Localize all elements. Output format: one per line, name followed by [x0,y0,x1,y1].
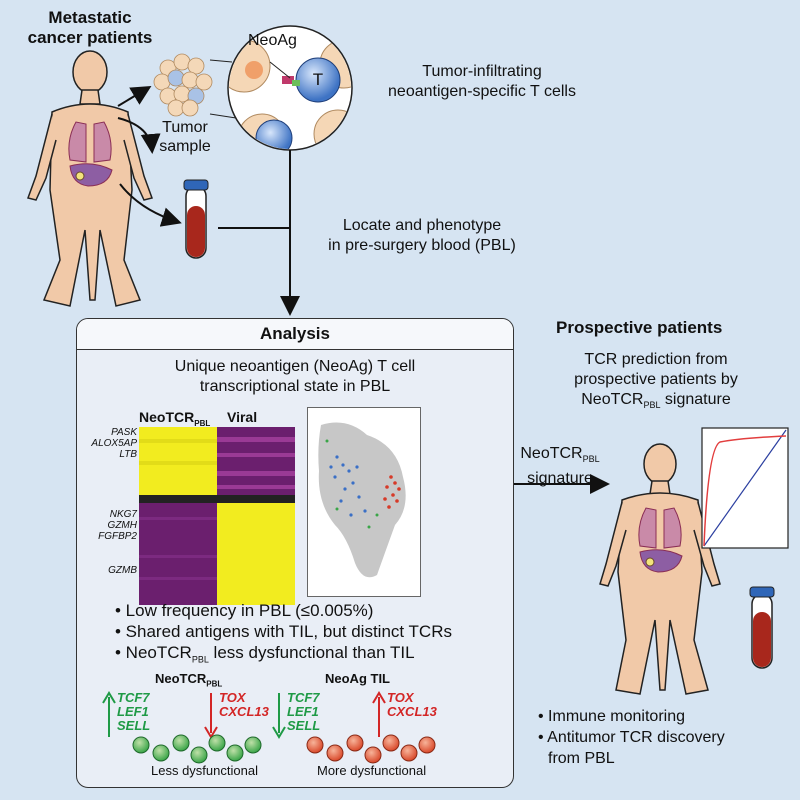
left-gene-cxcl13: CXCL13 [219,704,269,719]
analysis-bullet-1: • Low frequency in PBL (≤0.005%) [115,601,374,620]
prospective-desc-line1: TCR prediction from [584,351,728,368]
prospective-bullet-2: • Antitumor TCR discovery [538,729,725,746]
right-down-genes: TCF7 LEF1 SELL [287,691,320,733]
locate-label: Locate and phenotype in pre-surgery bloo… [302,216,542,256]
til-label-line2: neoantigen-specific T cells [388,83,576,100]
tumor-sample-line1: Tumor [162,119,208,136]
heatmap [139,427,295,605]
gene-labels-top: PASK ALOX5AP LTB [81,427,137,460]
analysis-bullet-3-rest: less dysfunctional than TIL [208,643,415,662]
left-group-title-text: NeoTCR [155,671,207,686]
gene-alox5ap: ALOX5AP [91,438,137,449]
til-label-line1: Tumor-infiltrating [422,63,542,80]
right-group-title: NeoAg TIL [325,671,390,686]
neoag-label: NeoAg [248,32,297,49]
prospective-desc-line3-text: NeoTCR [581,391,644,408]
t-cell-label: T [312,70,324,89]
right-down-arrow [272,693,286,739]
gene-ltb: LTB [119,449,137,460]
locate-label-line2: in pre-surgery blood (PBL) [328,237,516,254]
right-up-genes: TOX CXCL13 [387,691,437,719]
prospective-organs [638,507,683,573]
prospective-desc-line3-rest: signature [660,391,731,408]
gene-labels-bottom: GZMB [81,565,137,576]
analysis-bullet-3-prefix: • NeoTCR [115,643,192,662]
left-up-genes: TCF7 LEF1 SELL [117,691,150,733]
analysis-bullet-2: • Shared antigens with TIL, but distinct… [115,622,452,641]
right-caption: More dysfunctional [317,763,427,778]
tumor-sample-label: Tumor sample [154,118,216,156]
analysis-title: Analysis [260,324,330,343]
patient-organs [68,121,113,187]
gene-gzmb: GZMB [108,565,137,576]
prospective-bullet-3: from PBL [548,750,615,767]
prospective-title: Prospective patients [556,318,723,337]
tumor-sample-line2: sample [159,138,211,155]
left-gene-sell: SELL [117,718,151,733]
prospective-bullet-1: • Immune monitoring [538,708,685,725]
gene-gzmh: GZMH [107,520,137,531]
analysis-subtitle-line1: Unique neoantigen (NeoAg) T cell [174,358,416,375]
prospective-bullets: • Immune monitoring • Antitumor TCR disc… [538,706,725,769]
signature-label: NeoTCRPBL signature [500,444,620,489]
roc-plot [701,427,789,549]
left-gene-lef1: LEF1 [117,704,149,719]
right-gene-sell: SELL [287,718,321,733]
prospective-blood-tube [749,586,775,669]
analysis-subtitle: Unique neoantigen (NeoAg) T cell transcr… [77,357,513,397]
left-gene-tcf7: TCF7 [117,690,150,705]
left-cells [132,734,262,764]
analysis-header: Analysis [77,319,513,350]
right-cells [306,734,436,764]
patient-figure [27,50,153,307]
patients-title-line1: Metastatic [48,8,132,27]
left-group-title-sub: PBL [206,679,223,689]
signature-label-text: NeoTCR [520,445,583,462]
gene-nkg7: NKG7 [109,509,137,520]
left-down-genes: TOX CXCL13 [219,691,269,719]
analysis-panel: Analysis Unique neoantigen (NeoAg) T cel… [76,318,514,788]
patients-title-line2: cancer patients [27,28,153,47]
blood-tube [183,179,209,259]
signature-word: signature [527,470,593,488]
right-up-arrow [372,691,386,737]
right-gene-tox: TOX [387,690,414,705]
til-label: Tumor-infiltrating neoantigen-specific T… [372,62,592,102]
locate-label-line1: Locate and phenotype [342,217,502,234]
tumor-sample-graphic [153,53,213,117]
prospective-desc: TCR prediction from prospective patients… [536,350,776,415]
prospective-patient-figure [599,443,721,695]
right-gene-lef1: LEF1 [287,704,319,719]
left-gene-tox: TOX [219,690,246,705]
heatmap-col1-text: NeoTCR [139,409,195,425]
patients-title: Metastatic cancer patients [24,8,156,48]
left-up-arrow [102,691,116,737]
analysis-bullet-3: • NeoTCRPBL less dysfunctional than TIL [115,643,415,664]
left-caption: Less dysfunctional [151,763,258,778]
analysis-subtitle-line2: transcriptional state in PBL [199,378,391,395]
right-gene-cxcl13: CXCL13 [387,704,437,719]
gene-labels-mid: NKG7 GZMH FGFBP2 [81,509,137,542]
signature-label-sub: PBL [582,454,600,465]
right-gene-tcf7: TCF7 [287,690,320,705]
heatmap-col2-header: Viral [227,409,258,425]
prospective-desc-line3-sub: PBL [643,400,661,411]
heatmap-col1-sub: PBL [194,418,211,428]
umap-plot [307,407,421,597]
prospective-desc-line2: prospective patients by [574,371,738,388]
heatmap-col1-header: NeoTCRPBL [139,409,210,428]
gene-pask: PASK [111,427,137,438]
left-group-title: NeoTCRPBL [155,671,222,689]
gene-fgfbp2: FGFBP2 [98,531,137,542]
analysis-bullet-3-sub: PBL [191,654,209,665]
